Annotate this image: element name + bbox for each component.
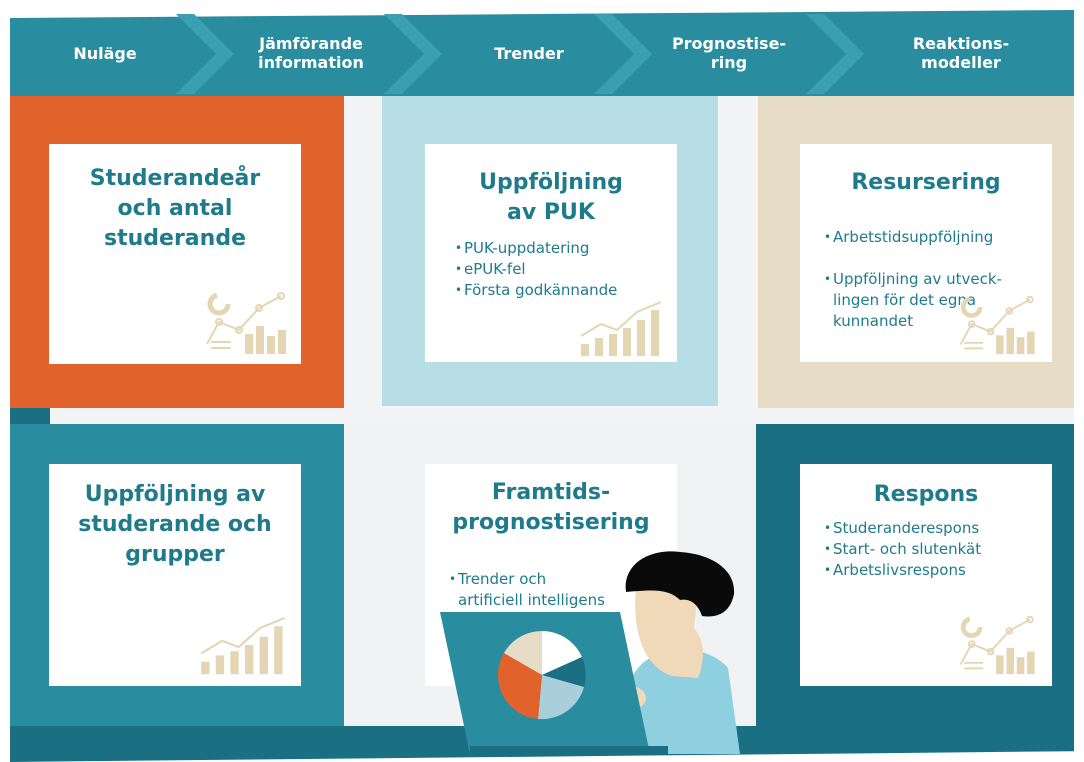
analytics-icon [206,292,286,354]
step-reaktionsmodeller: Reaktions-modeller [876,10,1046,96]
step-label: Reaktions- [912,34,1010,53]
card-title: Respons [873,482,979,507]
step-label: ring [710,53,748,72]
step-label: Trender [494,43,564,63]
step-label: modeller [921,53,1001,72]
card-grupper: Uppföljning av studerande och grupper [49,464,301,686]
card-puk: Uppföljning av PUK PUK-uppdatering ePUK-… [425,144,677,362]
card-title: Framtids- prognostisering [452,480,650,535]
list-item: Start- och slutenkät [824,539,981,560]
card-title: Studerandeår och antal studerande [89,166,261,251]
step-nulage: Nuläge [20,10,190,96]
step-label: Prognostise- [671,34,787,53]
list-item: Första godkännande [455,280,617,301]
step-label: Jämförande [259,34,363,53]
step-label: Nuläge [73,43,137,63]
bar-growth-icon [580,301,662,356]
bar-growth-icon [200,616,286,675]
chevron-separator-icon [594,14,652,94]
list-item: Trender och artificiell intelligens [449,569,605,611]
pie-chart-icon [497,631,586,720]
chevron-separator-icon [806,14,864,94]
card-respons: Respons Studeranderespons Start- och slu… [800,464,1052,686]
analytics-icon [959,295,1035,355]
card-list: PUK-uppdatering ePUK-fel Första godkänna… [455,238,617,301]
analytics-icon [959,615,1035,675]
chevron-separator-icon [176,14,234,94]
list-item: Studeranderespons [824,518,981,539]
chevron-separator-icon [384,14,442,94]
card-title: Resursering [851,170,1001,195]
card-list: Studeranderespons Start- och slutenkät A… [824,518,981,581]
card-title: Uppföljning av PUK [479,170,623,225]
list-item: ePUK-fel [455,259,617,280]
card-studerandear: Studerandeår och antal studerande [49,144,301,364]
card-resursering: Resursering Arbetstidsuppföljning Uppföl… [800,144,1052,362]
list-item: Arbetslivsrespons [824,560,981,581]
step-trender: Trender [444,10,614,96]
step-label: information [258,53,364,72]
step-prognostisering: Prognostise-ring [644,10,814,96]
panel-accent [10,408,50,426]
card-list: Trender och artificiell intelligens [449,548,605,632]
list-item: Uppföljning av utveck- lingen för det eg… [824,269,1002,332]
list-item: PUK-uppdatering [455,238,617,259]
card-list: Arbetstidsuppföljning Uppföljning av utv… [824,206,1002,353]
person-with-laptop-illustration [440,551,740,754]
list-item: Arbetstidsuppföljning [824,227,1002,248]
card-title: Uppföljning av studerande och grupper [78,482,272,567]
